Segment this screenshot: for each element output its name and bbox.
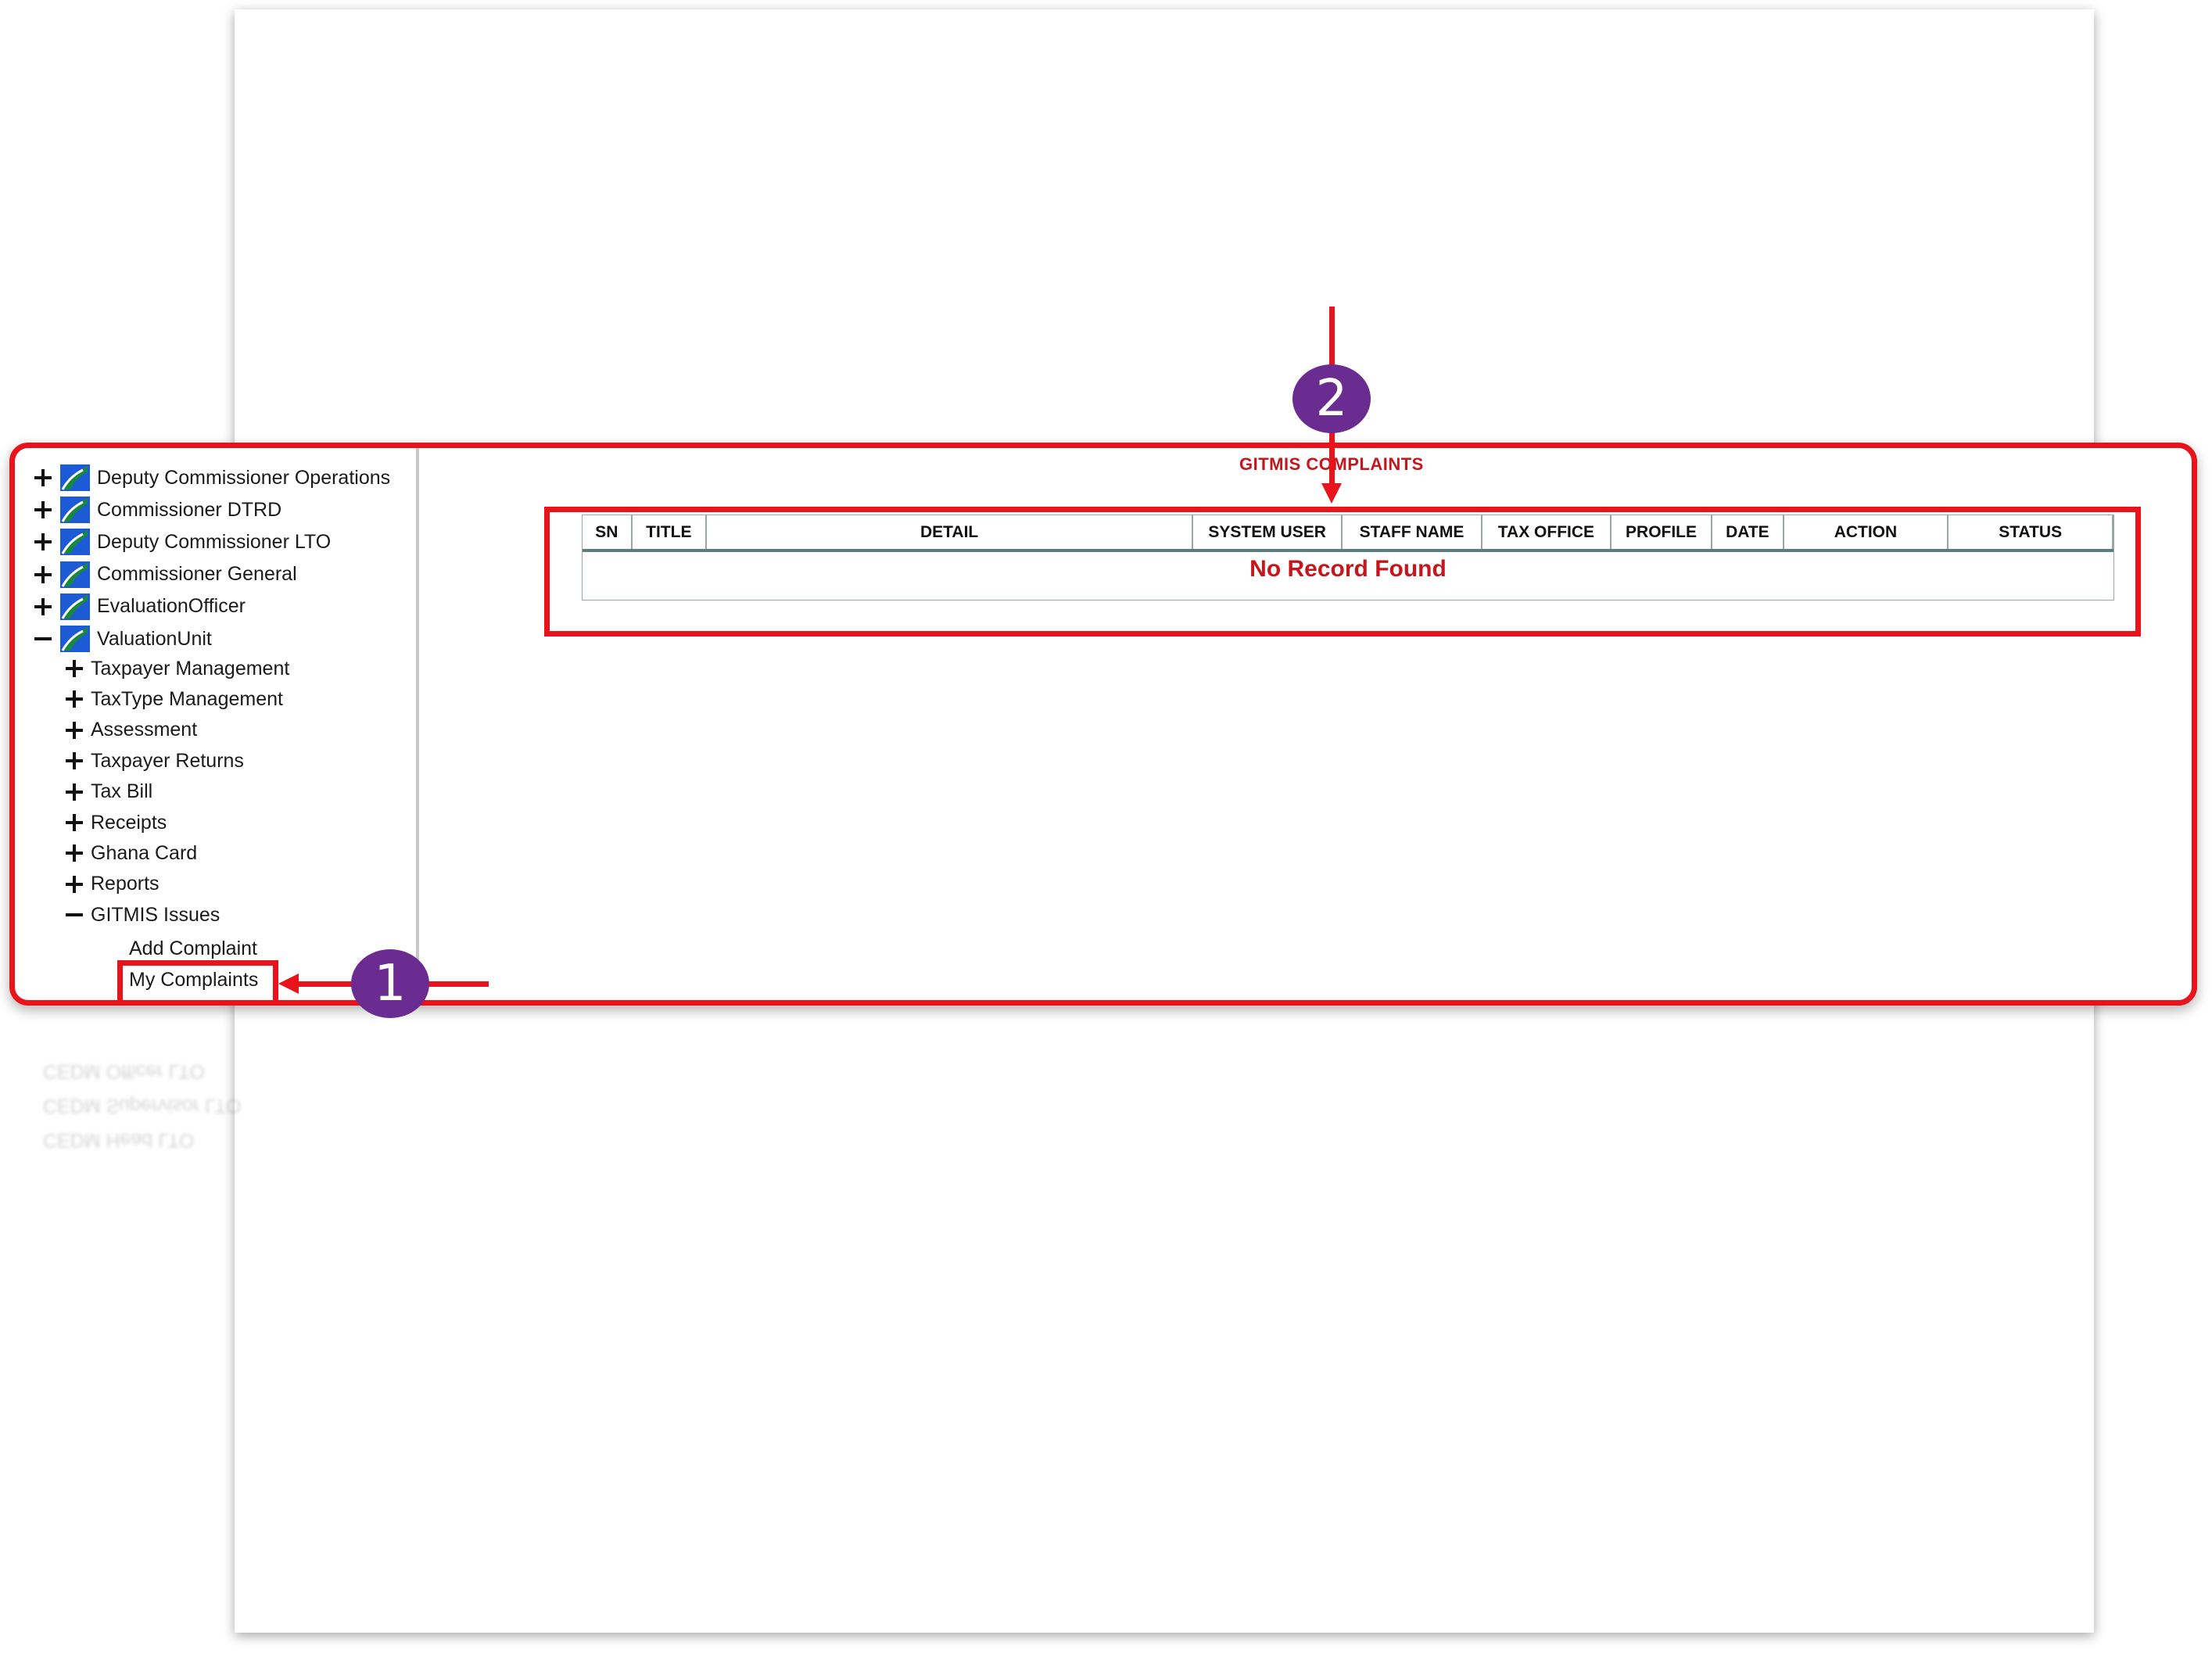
tree-item-label: Ghana Card [91, 841, 198, 864]
column-header-staff-name[interactable]: STAFF NAME [1343, 515, 1482, 549]
tree-item-label: TaxType Management [91, 687, 283, 710]
arrowhead-1 [278, 974, 299, 994]
tree-item-label: Taxpayer Management [91, 657, 290, 679]
tree-item-label: Receipts [91, 811, 167, 834]
column-header-title[interactable]: TITLE [633, 515, 708, 549]
org-logo-icon [59, 625, 91, 653]
collapse-icon[interactable] [34, 630, 52, 647]
reflection-label: CEDM Officer LTO [43, 1060, 205, 1083]
expand-icon[interactable] [34, 501, 52, 519]
tree-item-label: ValuationUnit [97, 627, 212, 650]
expand-icon[interactable] [66, 660, 83, 677]
reflection-row: CEDM Officer LTO [43, 1054, 403, 1088]
tree-child-4[interactable]: Tax Bill [66, 776, 152, 808]
annotation-badge-1: 1 [351, 949, 429, 1018]
tree-item-label: GITMIS Issues [91, 903, 220, 926]
tree-leaf-1[interactable]: My Complaints [129, 964, 258, 995]
expand-icon[interactable] [66, 875, 83, 893]
tree-root-0[interactable]: Deputy Commissioner Operations [34, 462, 390, 493]
expand-icon[interactable] [66, 721, 83, 739]
tree-item-label: Deputy Commissioner LTO [97, 530, 332, 553]
org-logo-icon [59, 593, 91, 621]
column-header-tax-office[interactable]: TAX OFFICE [1482, 515, 1611, 549]
reflection-label: CEDM Supervisor LTO [43, 1095, 242, 1117]
expand-icon[interactable] [34, 533, 52, 551]
org-logo-icon [59, 561, 91, 589]
expand-icon[interactable] [66, 690, 83, 708]
tree-child-3[interactable]: Taxpayer Returns [66, 745, 244, 776]
tree-reflection: CEDM Head LTO CEDM Supervisor LTO CEDM Off… [43, 1024, 403, 1157]
reflection-label: CEDM Head LTO [43, 1129, 195, 1152]
expand-icon[interactable] [66, 814, 83, 831]
org-logo-icon [59, 528, 91, 556]
tree-item-label: EvaluationOfficer [97, 595, 246, 618]
arrowhead-2 [1321, 483, 1342, 504]
expand-icon[interactable] [34, 469, 52, 486]
tree-item-label: Tax Bill [91, 780, 153, 803]
tree-child-5[interactable]: Receipts [66, 807, 167, 838]
tree-item-label: Commissioner DTRD [97, 498, 282, 521]
tree-child-8[interactable]: GITMIS Issues [66, 899, 220, 930]
expand-icon[interactable] [34, 597, 52, 615]
column-header-sn[interactable]: SN [583, 515, 633, 549]
annotation-badge-2: 2 [1292, 364, 1371, 433]
column-header-action[interactable]: ACTION [1784, 515, 1949, 549]
tree-child-6[interactable]: Ghana Card [66, 837, 197, 869]
tree-leaf-0[interactable]: Add Complaint [129, 933, 257, 964]
tree-child-2[interactable]: Assessment [66, 715, 197, 746]
tree-root-3[interactable]: Commissioner General [34, 559, 297, 590]
tree-child-1[interactable]: TaxType Management [66, 683, 283, 715]
table-highlight-box [544, 507, 2141, 636]
tree-child-0[interactable]: Taxpayer Management [66, 653, 289, 684]
collapse-icon[interactable] [66, 906, 83, 923]
expand-icon[interactable] [66, 752, 83, 770]
tree-item-label: Reports [91, 873, 160, 895]
tree-item-label: Taxpayer Returns [91, 749, 244, 772]
tree-item-label: Commissioner General [97, 563, 297, 586]
expand-icon[interactable] [66, 783, 83, 801]
tree-root-4[interactable]: EvaluationOfficer [34, 591, 246, 622]
tree-item-label: Add Complaint [129, 937, 257, 959]
expand-icon[interactable] [66, 844, 83, 862]
tree-item-label: Assessment [91, 719, 198, 741]
column-header-system-user[interactable]: SYSTEM USER [1193, 515, 1343, 549]
tree-root-2[interactable]: Deputy Commissioner LTO [34, 526, 331, 558]
tree-item-label: Deputy Commissioner Operations [97, 466, 391, 489]
column-header-profile[interactable]: PROFILE [1611, 515, 1713, 549]
empty-table-message: No Record Found [1249, 556, 1447, 582]
org-logo-icon [59, 496, 91, 524]
tree-root-5[interactable]: ValuationUnit [34, 623, 212, 654]
tree-root-1[interactable]: Commissioner DTRD [34, 494, 281, 525]
reflection-row: CEDM Supervisor LTO [43, 1088, 403, 1123]
column-header-detail[interactable]: DETAIL [707, 515, 1194, 549]
org-logo-icon [59, 464, 91, 492]
tree-child-7[interactable]: Reports [66, 869, 160, 900]
column-header-date[interactable]: DATE [1712, 515, 1784, 549]
expand-icon[interactable] [34, 565, 52, 583]
my-complaints-highlight-box [117, 960, 278, 1006]
tree-item-label: My Complaints [129, 968, 259, 991]
reflection-row: CEDM Head LTO [43, 1123, 403, 1157]
column-header-status[interactable]: STATUS [1948, 515, 2113, 549]
